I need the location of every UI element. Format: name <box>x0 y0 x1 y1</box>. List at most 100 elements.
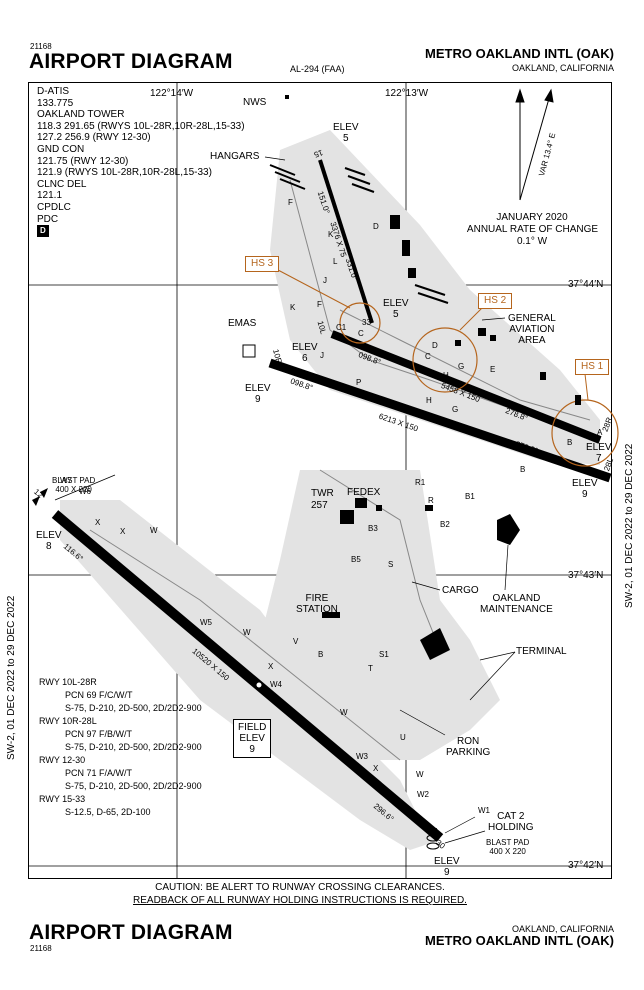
blast-pad-nw-label: BLAST PAD 400 X 220 <box>52 476 96 494</box>
hot-spot-3-circle <box>339 302 381 344</box>
taxiway-label: S1 <box>379 650 389 659</box>
lat-37-42: 37°42′N <box>568 860 604 871</box>
lat-37-44: 37°44′N <box>568 279 604 290</box>
general-aviation-label: GENERAL AVIATION AREA <box>508 313 556 346</box>
taxiway-label: D <box>432 341 438 350</box>
freq-line: CPDLC <box>37 201 71 213</box>
diagram-frame <box>28 82 612 879</box>
hot-spot-1-circle <box>551 399 619 467</box>
taxiway-label: C <box>358 329 364 338</box>
leader-lines <box>54 156 516 844</box>
rwy-info-line: S-75, D-210, 2D-500, 2D/2D2-900 <box>65 781 202 791</box>
taxiway-label: K <box>290 303 296 312</box>
airport-name-bottom: METRO OAKLAND INTL (OAK) <box>425 933 614 948</box>
hot-spot-1-label: HS 1 <box>575 359 610 375</box>
nws-label: NWS <box>243 97 267 108</box>
taxiway-label: S <box>388 560 394 569</box>
fedex-label: FEDEX <box>347 487 381 498</box>
taxiway-label: P <box>356 378 362 387</box>
side-date-right: SW-2, 01 DEC 2022 to 29 DEC 2022 <box>624 443 635 608</box>
freq-line: GND CON <box>37 143 85 155</box>
rwy-info-line: S-75, D-210, 2D-500, 2D/2D2-900 <box>65 703 202 713</box>
rwy-info-line: PCN 97 F/B/W/T <box>65 729 133 739</box>
taxiway-lines <box>89 179 601 761</box>
taxiway-label: B <box>318 650 324 659</box>
taxiway-label: W <box>340 708 348 717</box>
taxiway-label: W5 <box>200 618 212 627</box>
rwy-info-line: S-75, D-210, 2D-500, 2D/2D2-900 <box>65 742 202 752</box>
taxiway-label: B <box>520 465 526 474</box>
taxiway-label: J <box>323 276 327 285</box>
doc-number-bottom: 21168 <box>30 944 52 953</box>
rate-value: 0.1° W <box>516 236 548 247</box>
taxiway-label: F <box>288 198 293 207</box>
tower-label: TWR <box>311 488 334 499</box>
freq-line: 133.775 <box>37 97 74 109</box>
caution-note: CAUTION: BE ALERT TO RUNWAY CROSSING CLE… <box>100 881 500 907</box>
taxiway-label: T <box>368 664 373 673</box>
taxiway-label: K <box>328 230 334 239</box>
runways <box>51 159 612 842</box>
location-top: OAKLAND, CALIFORNIA <box>511 63 614 73</box>
taxiway-label: W <box>150 526 158 535</box>
airport-name-top: METRO OAKLAND INTL (OAK) <box>425 46 614 61</box>
rwy33-end: 33 <box>362 318 371 327</box>
freq-line: D-ATIS <box>37 86 70 97</box>
hangars-label: HANGARS <box>210 151 260 162</box>
freq-line: PDC <box>37 213 59 225</box>
taxiway-label: V <box>293 637 299 646</box>
lon-122-14: 122°14′W <box>150 88 194 99</box>
taxiway-label: H <box>426 396 432 405</box>
taxiway-label: B1 <box>465 492 475 501</box>
caution-line-2: READBACK OF ALL RUNWAY HOLDING INSTRUCTI… <box>133 895 467 906</box>
lat-37-43: 37°43′N <box>568 570 604 581</box>
freq-line: OAKLAND TOWER <box>37 109 125 121</box>
freq-line: 118.3 291.65 (RWYS 10L-28R,10R-28L,15-33… <box>37 120 245 132</box>
hot-spot-2-label: HS 2 <box>478 293 513 309</box>
taxiway-label: W4 <box>270 680 282 689</box>
doc-number-top: 21168 <box>30 42 52 51</box>
runway-12-30-midpoint <box>256 682 262 688</box>
taxiway-label: X <box>120 527 126 536</box>
blast-pad-triangle-nw <box>32 496 40 506</box>
location-bottom: OAKLAND, CALIFORNIA <box>511 924 614 934</box>
taxiway-label: E <box>490 365 496 374</box>
hot-spot-3-label: HS 3 <box>245 256 280 272</box>
hot-spot-2-circle <box>412 327 478 393</box>
rwy-info-line: RWY 15-33 <box>39 794 86 804</box>
taxiway-label: X <box>268 662 274 671</box>
taxiway-label: X <box>95 518 101 527</box>
oakland-maintenance-label: OAKLAND MAINTENANCE <box>480 593 553 615</box>
hot-spot-leaders <box>277 269 589 401</box>
side-date-left: SW-2, 01 DEC 2022 to 29 DEC 2022 <box>6 595 17 760</box>
taxiway-label: W <box>416 770 424 779</box>
fire-station-label: FIRE STATION <box>296 593 338 615</box>
blast-pad-se-label: BLAST PAD 400 X 220 <box>486 838 530 856</box>
taxiway-label: R1 <box>415 478 426 487</box>
runway-15-33 <box>318 159 374 324</box>
taxiway-label: W3 <box>356 752 368 761</box>
taxiway-label: W7 <box>60 476 72 485</box>
taxiway-label: F <box>317 300 322 309</box>
taxiway-label: R <box>428 496 434 505</box>
freq-line: 121.1 <box>37 190 63 202</box>
freq-line: 127.2 256.9 (RWY 12-30) <box>37 132 151 144</box>
variation-date: JANUARY 2020 <box>496 212 568 223</box>
taxiway-label: J <box>320 351 324 360</box>
runway-10r-28l <box>268 358 612 483</box>
taxiway-label: G <box>452 405 459 414</box>
taxiway-label: U <box>400 733 406 742</box>
taxiway-label: B3 <box>368 524 378 533</box>
taxiway-label: B <box>567 438 573 447</box>
rwy-info-line: PCN 69 F/C/W/T <box>65 690 133 700</box>
taxiway-label: D <box>373 222 379 231</box>
hot-spot-circles <box>339 302 619 467</box>
